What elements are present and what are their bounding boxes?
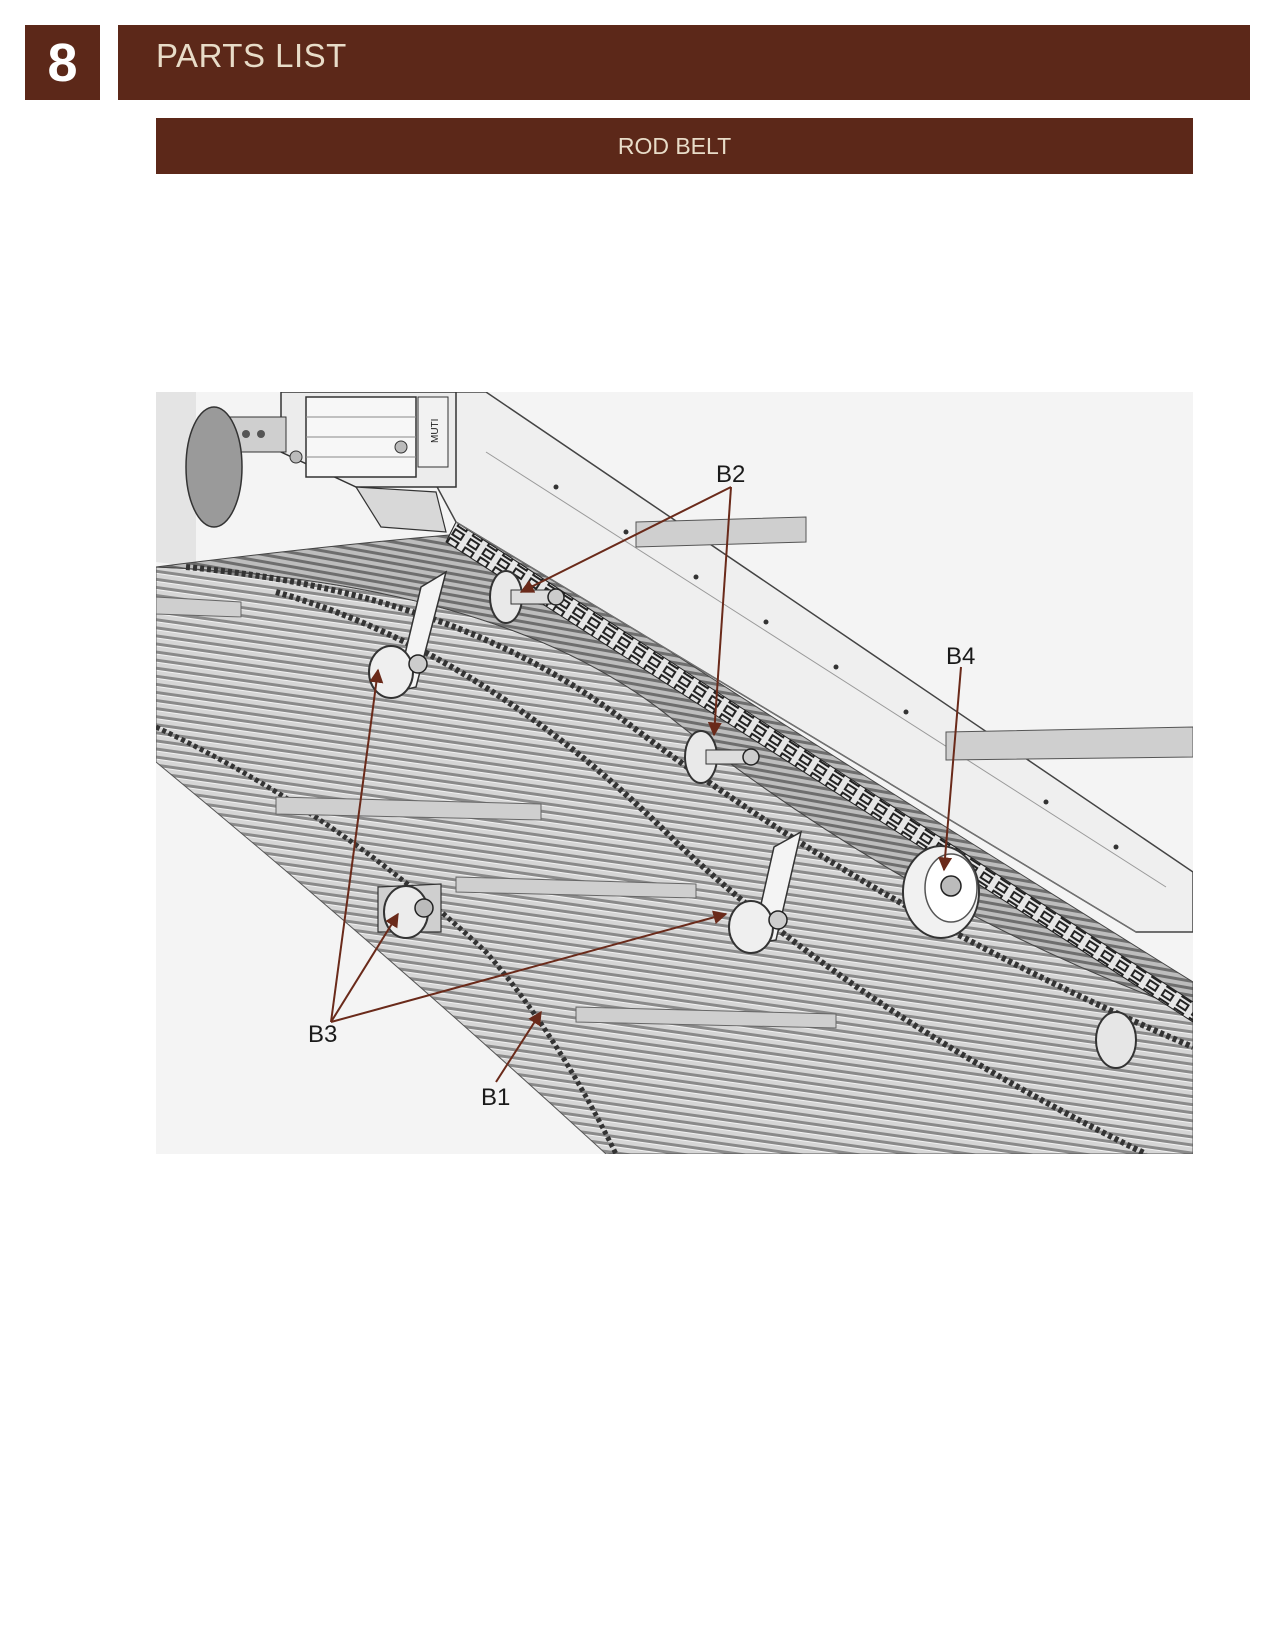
callout-b2: B2 [716, 461, 745, 488]
page-title: PARTS LIST [156, 37, 347, 74]
angle-bar-right [945, 726, 1193, 761]
chain-rail-3 [156, 724, 619, 1154]
leader-lines [330, 486, 962, 1083]
rod-belt-roller-b2-upper [489, 570, 565, 624]
rod-belt-wheel-b4 [902, 845, 980, 939]
callout-b1: B1 [481, 1084, 510, 1111]
edge-roller [1095, 1011, 1137, 1069]
rod-belt-roller-b2-lower [684, 730, 760, 784]
section-subtitle-bar: ROD BELT [156, 118, 1193, 174]
callout-b4: B4 [946, 643, 975, 670]
chain-rail-1 [185, 564, 1193, 1050]
left-frame-panel [156, 392, 196, 567]
drive-motor-assembly: MUTI [185, 392, 457, 533]
section-subtitle: ROD BELT [617, 132, 732, 159]
angle-bar-upper [635, 516, 807, 548]
section-number-box: 8 [25, 25, 100, 100]
rod-belt-illustration: MUTI [156, 392, 1193, 1154]
rod-belt-arm-roller-b3-lower [728, 830, 803, 954]
motor-label: MUTI [430, 419, 441, 443]
rod-belt-arm-roller-b3-upper [368, 570, 448, 699]
page-title-bar: PARTS LIST [118, 25, 1250, 100]
callout-b3: B3 [308, 1021, 337, 1048]
section-number: 8 [47, 32, 78, 93]
